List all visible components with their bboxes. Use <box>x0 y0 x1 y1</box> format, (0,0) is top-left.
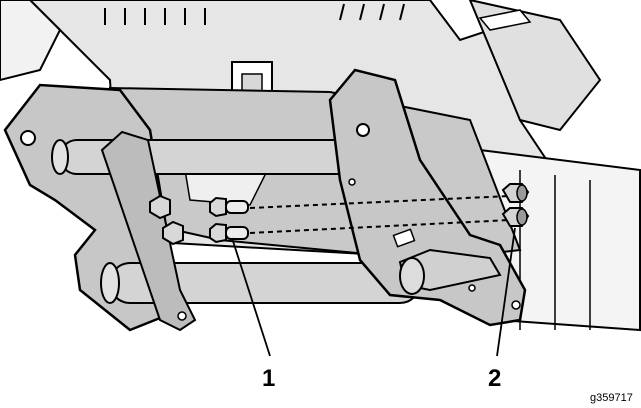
right-mount-plate <box>328 68 527 327</box>
bolt-upper <box>209 196 249 218</box>
nut-lower <box>501 207 530 227</box>
nut-group <box>501 183 530 227</box>
callout-2-label: 2 <box>488 365 501 392</box>
bolt-group <box>149 194 249 246</box>
bolt-lower <box>209 222 249 244</box>
leader-line-2 <box>496 227 516 357</box>
leader-lines <box>231 227 516 357</box>
middle-bracket <box>100 130 197 332</box>
nut-upper <box>501 183 530 203</box>
leader-line-1 <box>231 237 271 357</box>
alignment-lines <box>249 195 511 234</box>
figure-id: g359717 <box>590 392 633 404</box>
callout-1-label: 1 <box>262 365 275 392</box>
